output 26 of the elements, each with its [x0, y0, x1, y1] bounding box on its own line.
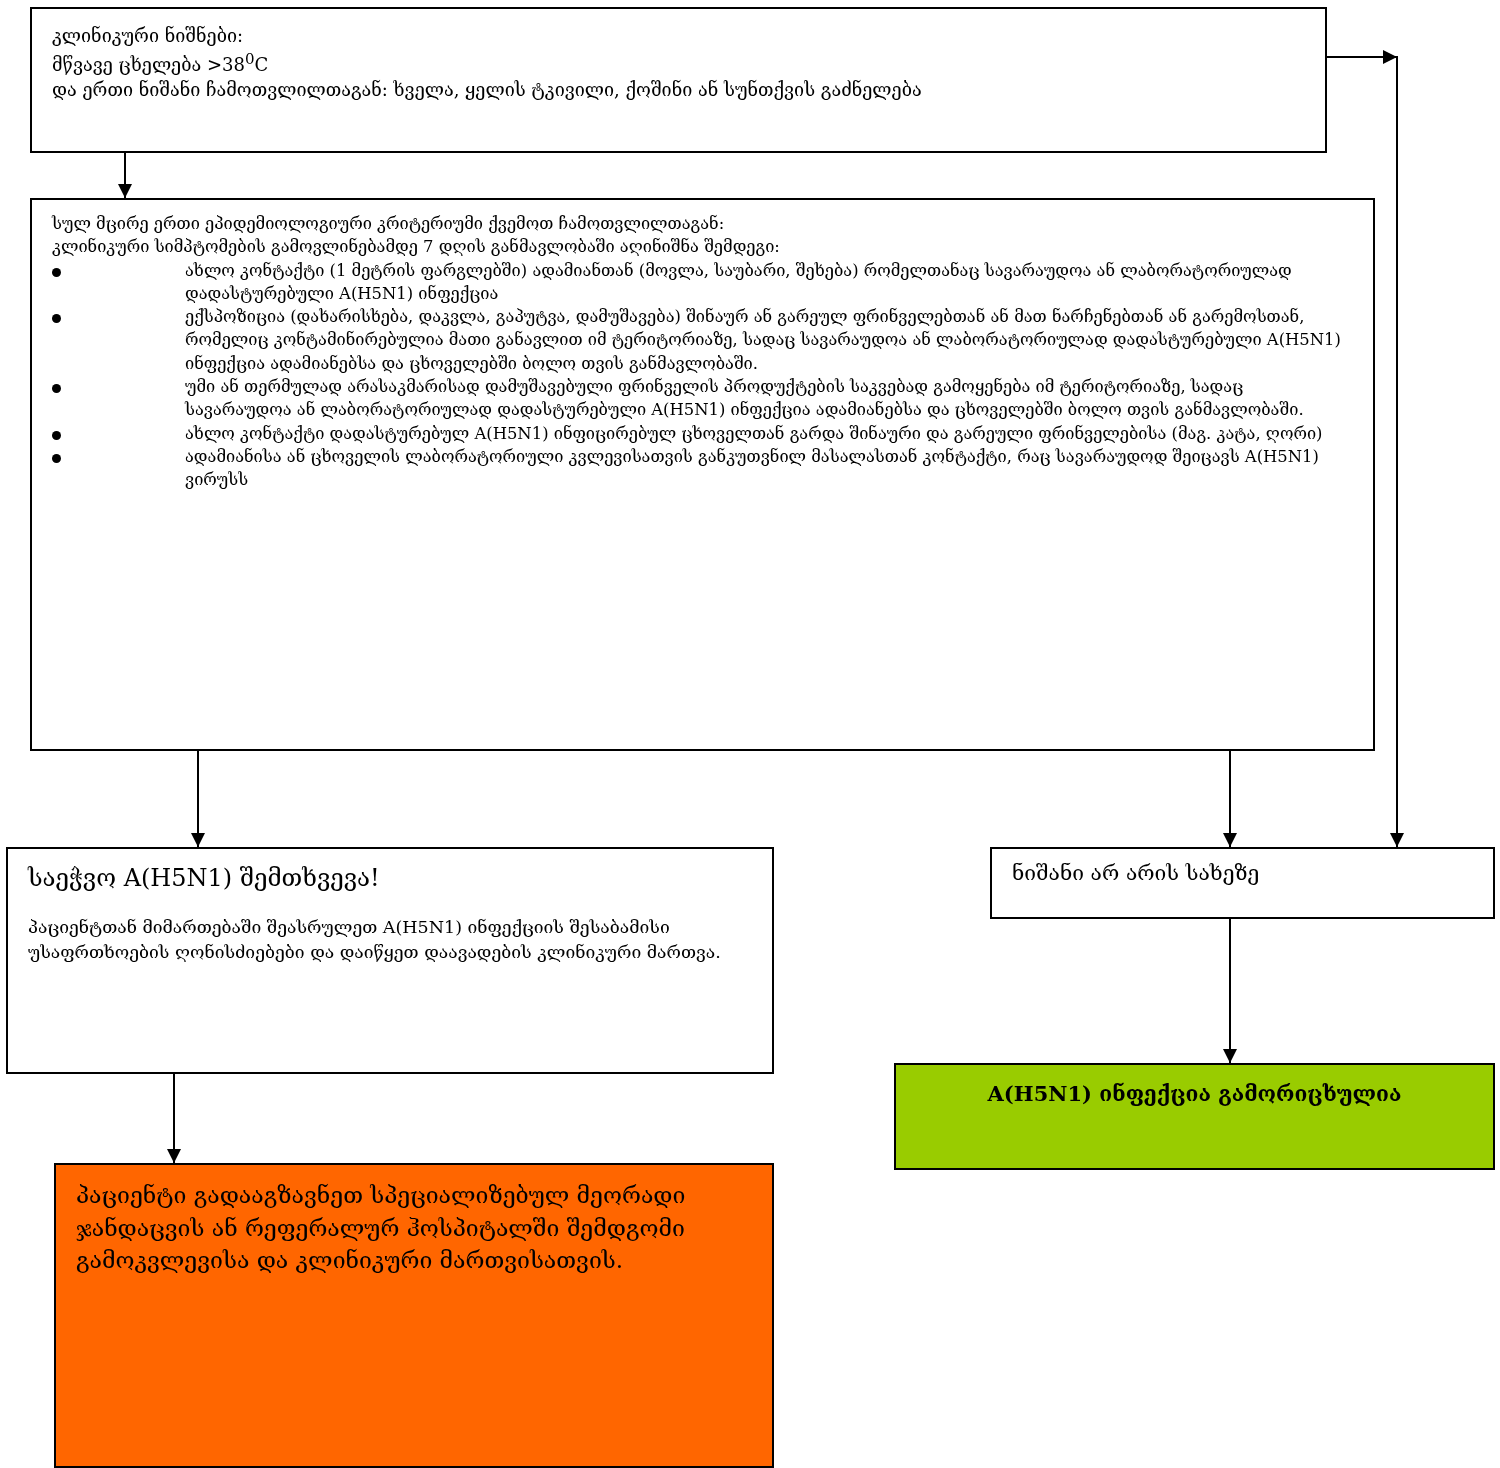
bullet-text: ახლო კონტაქტი დადასტურებულ A(H5N1) ინფიცირებულ ცხოველთან გარდა შინაური და გარეული ფრინველებისა (მაგ. კატა, ღორი) — [185, 422, 1323, 445]
arrow — [118, 152, 132, 199]
node-text: პაციენტი გადააგზავნეთ სპეციალიზებულ მეორადი ჯანდაცვის ან რეფერალურ ჰოსპიტალში შემდგომი გამოკვლევისა და კლინიკური მართვისათვის. — [76, 1181, 687, 1276]
bullet-text: ექსპოზიცია (დახარისხება, დაკვლა, გაპუტვა, დამუშავება) შინაურ ან გარეულ ფრინველებთან ან მათ ნარჩენებთან ან გარემოსთან, რომელიც კონტამინირებულია მათი განავლით იმ ტერიტორიაზე, სადაც სავარაუდოა ან ლაბორატორიულად დადასტურებული A(H5N1) ინფექცია ადამიანებსა და ცხოველებში ბოლო თვის განმავლობაში. — [185, 306, 1342, 375]
bullet-text: უმი ან თერმულად არასაკმარისად დამუშავებული ფრინველის პროდუქტების საკვებად გამოყენება იმ ტერიტორიაზე, სადაც სავარაუდოა ან ლაბორატორიულად დადასტურებული A(H5N1) ინფექცია ადამიანებსა და ცხოველებში ბოლო თვის განმავლობაში. — [185, 376, 1305, 422]
node-text: კლინიკური სიმპტომების გამოვლინებამდე 7 დღის განმავლობაში აღინიშნა შემდეგი: — [52, 236, 781, 259]
node-text: A(H5N1) ინფექცია გამორიცხულია — [986, 1080, 1403, 1108]
process-box — [894, 1063, 1495, 1170]
process-box — [30, 198, 1375, 751]
process-box — [6, 847, 774, 1074]
node-text: ნიშანი არ არის სახეზე — [1012, 860, 1261, 887]
arrow — [191, 750, 205, 848]
node-text: სულ მცირე ერთი ეპიდემიოლოგიური კრიტერიუმი ქვემოთ ჩამოთვლილთაგან: — [52, 213, 726, 235]
arrow — [167, 1073, 181, 1164]
node-text: კლინიკური ნიშნები: — [52, 24, 245, 48]
process-box — [30, 7, 1327, 153]
node-text: და ერთი ნიშანი ჩამოთვლილთაგან: ხველა, ყელის ტკივილი, ქოშინი ან სუნთქვის გაძნელება — [52, 78, 923, 103]
node-text: მწვავე ცხელება >38$^{0}$C — [52, 48, 270, 77]
process-box — [54, 1163, 774, 1468]
arrow — [1326, 50, 1404, 848]
heading-text: საეჭვო A(H5N1) შემთხვევა! — [28, 863, 381, 894]
arrow — [1223, 918, 1237, 1064]
process-box — [990, 847, 1495, 919]
arrow — [1223, 750, 1237, 848]
node-text: პაციენტთან მიმართებაში შეასრულეთ A(H5N1) ინფექციის შესაბამისი უსაფრთხოების ღონისძიებები და დაიწყეთ დაავადების კლინიკური მართვა. — [28, 916, 722, 964]
bullet-text: ადამიანისა ან ცხოველის ლაბორატორიული კვლევისათვის განკუთვნილ მასალასთან კონტაქტი, რაც სავარაუდოდ შეიცავს A(H5N1) ვირუსს — [185, 445, 1320, 492]
